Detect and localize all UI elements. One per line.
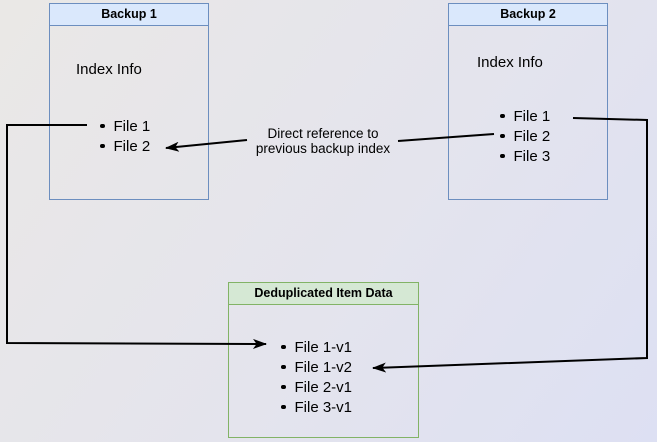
annotation-line-2: previous backup index — [255, 141, 391, 156]
file-label: File 2 — [513, 127, 551, 145]
backup1-index-info-label: Index Info — [76, 61, 142, 78]
backup1-title: Backup 1 — [50, 4, 208, 26]
backup2-file-list: File 1 File 2 File 3 — [500, 106, 550, 166]
bullet-icon — [281, 344, 286, 350]
file-label: File 3-v1 — [294, 398, 353, 416]
dedup-file-list: File 1-v1 File 1-v2 File 2-v1 File 3-v1 — [281, 337, 352, 417]
list-item: File 3-v1 — [281, 397, 352, 417]
backup2-title: Backup 2 — [449, 4, 607, 26]
backup2-box: Backup 2 Index Info File 1 File 2 File 3 — [448, 3, 608, 200]
deduplicated-item-data-box: Deduplicated Item Data File 1-v1 File 1-… — [228, 282, 419, 438]
backup2-index-info-label: Index Info — [477, 54, 543, 71]
list-item: File 2 — [100, 136, 150, 156]
bullet-icon — [500, 113, 505, 119]
bullet-icon — [281, 404, 286, 410]
list-item: File 1-v1 — [281, 337, 352, 357]
bullet-icon — [281, 384, 286, 390]
list-item: File 2 — [500, 126, 550, 146]
file-label: File 1 — [513, 107, 551, 125]
file-label: File 1-v1 — [294, 338, 353, 356]
bullet-icon — [500, 153, 505, 159]
file-label: File 1 — [113, 117, 151, 135]
file-label: File 3 — [513, 147, 551, 165]
list-item: File 2-v1 — [281, 377, 352, 397]
bullet-icon — [100, 123, 105, 129]
dedup-title: Deduplicated Item Data — [229, 283, 418, 305]
list-item: File 3 — [500, 146, 550, 166]
list-item: File 1-v2 — [281, 357, 352, 377]
file-label: File 2-v1 — [294, 378, 353, 396]
file-label: File 1-v2 — [294, 358, 353, 376]
bullet-icon — [281, 364, 286, 370]
bullet-icon — [100, 143, 105, 149]
annotation-line-1: Direct reference to — [267, 126, 379, 141]
direct-reference-annotation: Direct reference to previous backup inde… — [228, 126, 418, 156]
list-item: File 1 — [500, 106, 550, 126]
list-item: File 1 — [100, 116, 150, 136]
backup1-file-list: File 1 File 2 — [100, 116, 150, 156]
file-label: File 2 — [113, 137, 151, 155]
backup1-box: Backup 1 Index Info File 1 File 2 — [49, 3, 209, 200]
bullet-icon — [500, 133, 505, 139]
